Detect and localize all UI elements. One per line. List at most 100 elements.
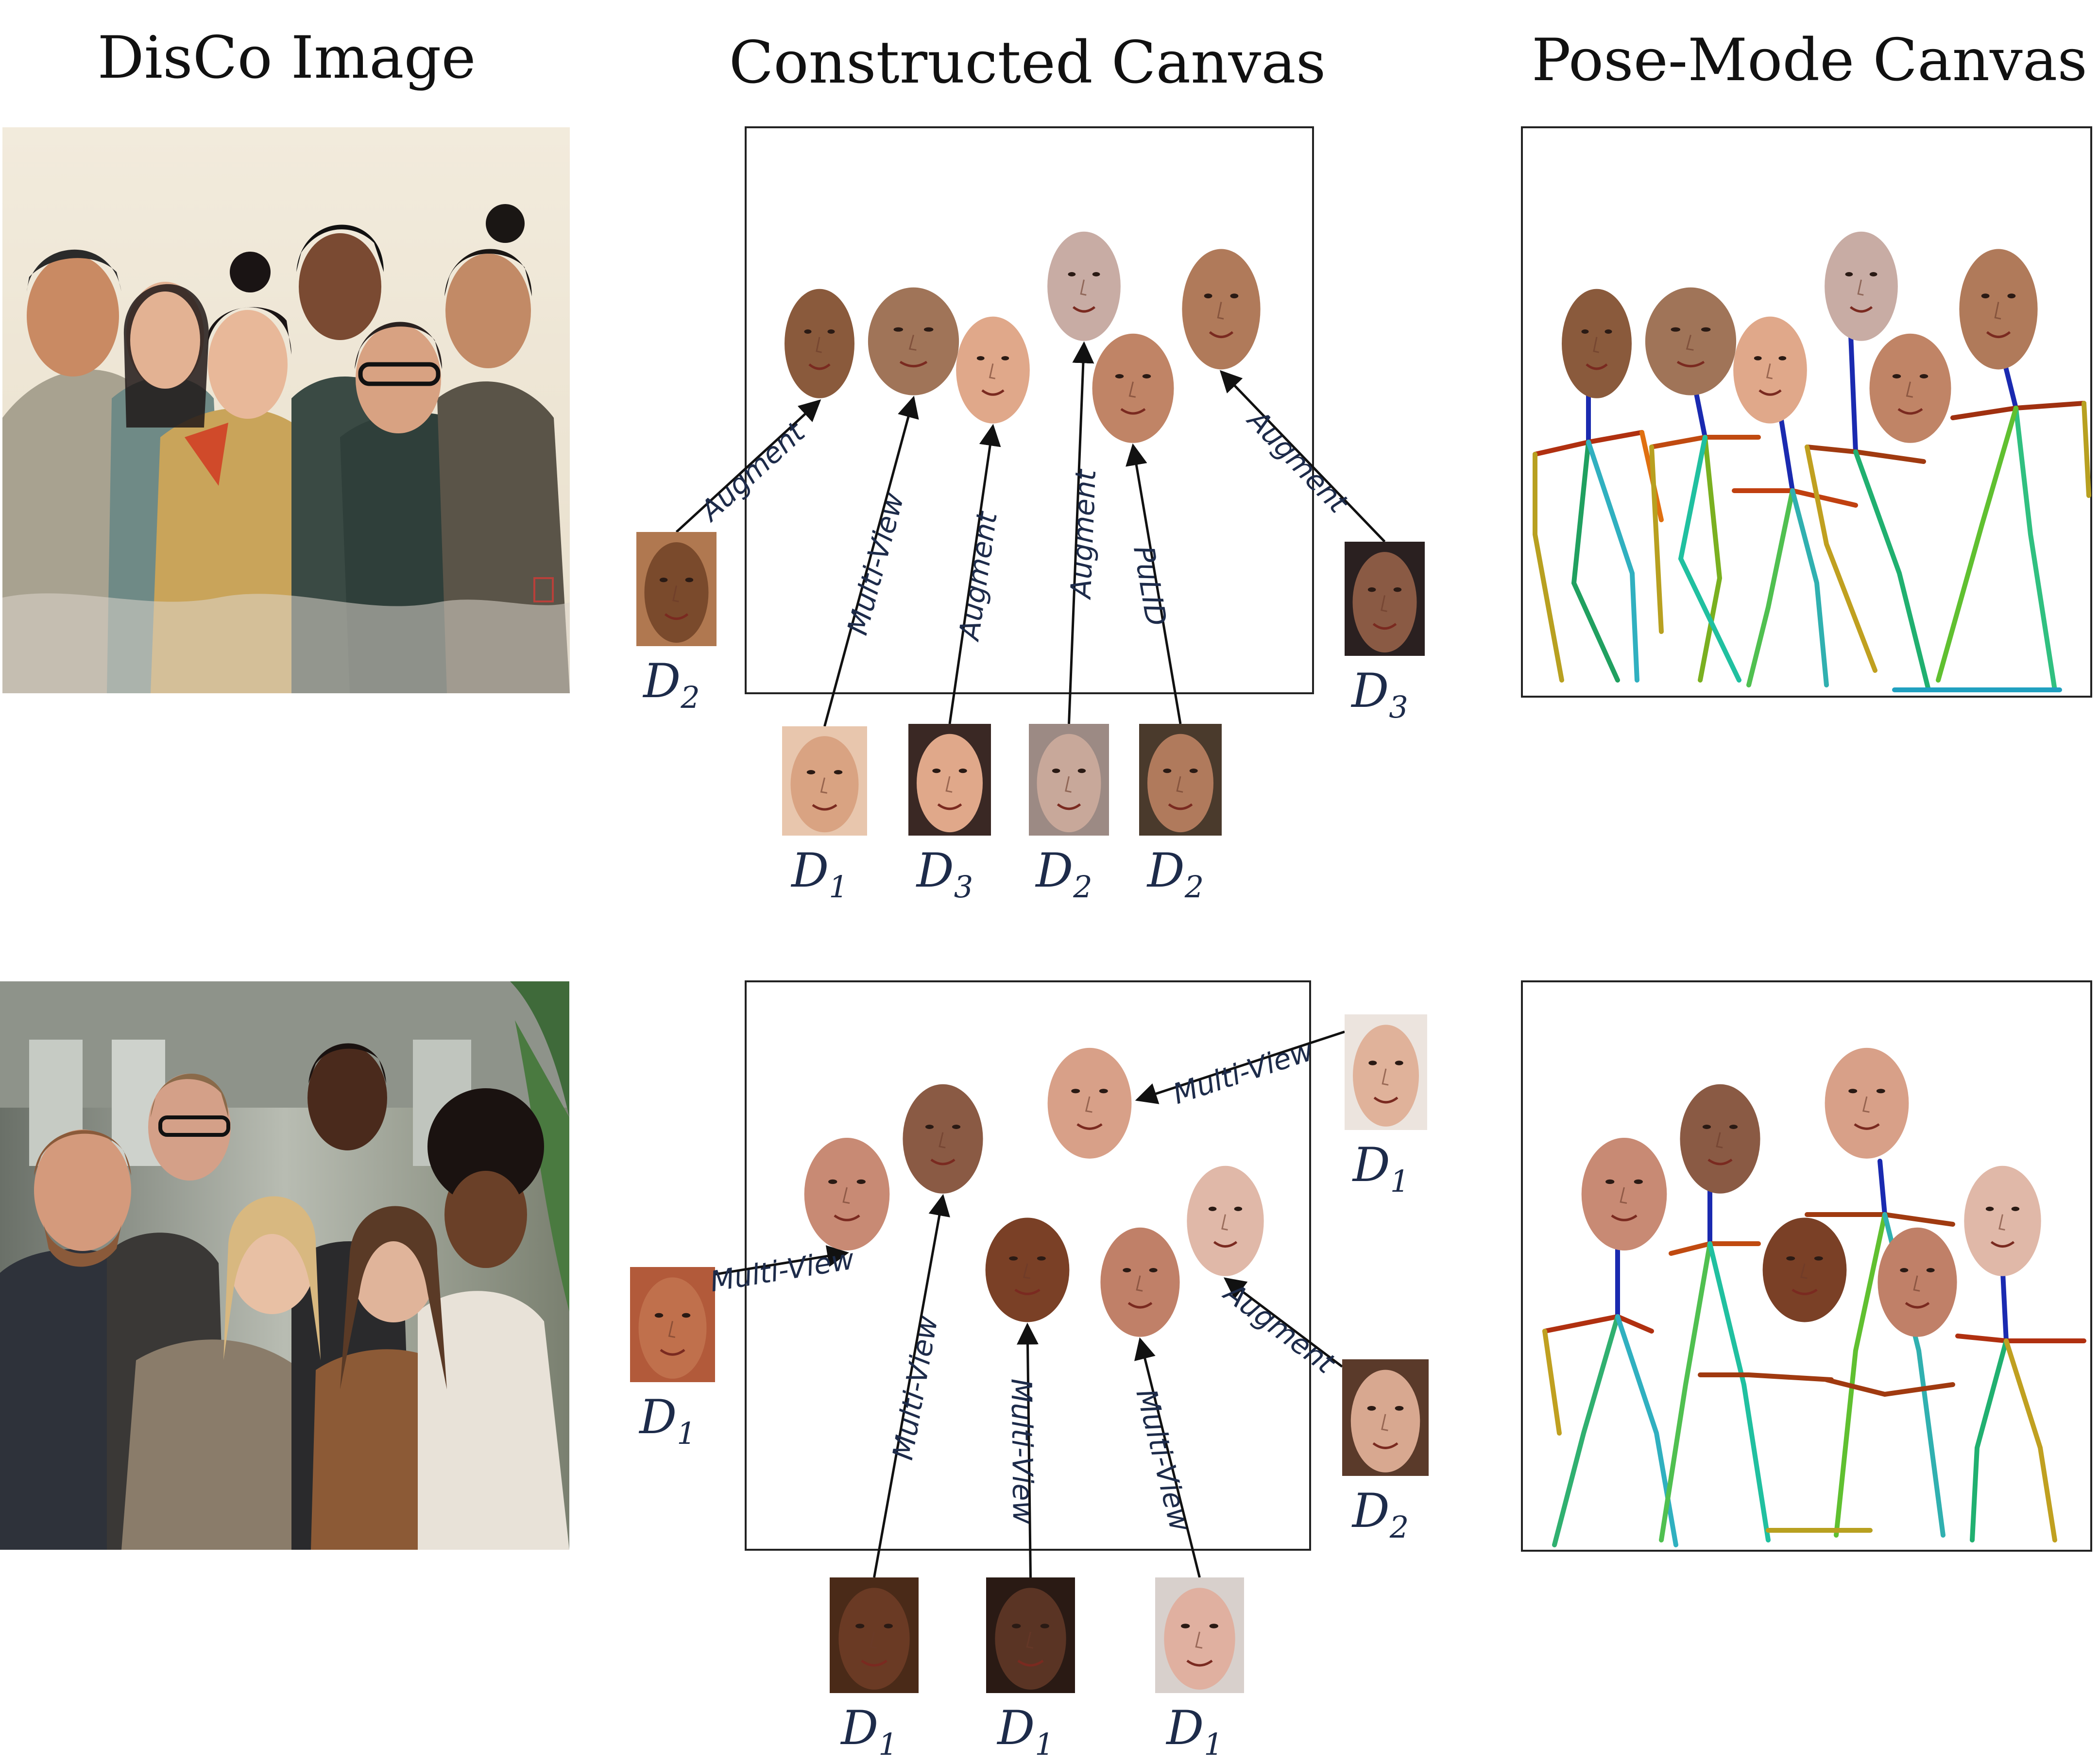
- source-label-subscript: 1: [1204, 1727, 1223, 1762]
- source-label-subscript: 3: [1389, 689, 1408, 725]
- source-label-letter: D: [638, 1390, 677, 1444]
- source-label-letter: D: [996, 1701, 1035, 1755]
- source-label-letter: D: [916, 843, 954, 898]
- pose-canvas-row-1: [1521, 126, 2092, 698]
- pose-face-row-1-c2: [1645, 287, 1737, 395]
- arrow-row-1-s4: [1068, 341, 1094, 724]
- pose-face-row-2-c2: [1680, 1084, 1760, 1194]
- pose-skeletons-row-2: [1542, 1159, 2086, 1547]
- arrow-row-2-s4: [1134, 1337, 1201, 1578]
- canvas-face-row-1-c2: [868, 287, 959, 395]
- source-face-row-2-s1: [630, 1267, 715, 1382]
- canvas-face-row-2-c2: [903, 1084, 983, 1194]
- canvas-face-row-2-c5: [1187, 1165, 1264, 1276]
- pose-face-row-1-c4: [1825, 231, 1898, 341]
- source-label-letter: D: [1352, 1138, 1390, 1192]
- source-label-letter: D: [1350, 664, 1389, 718]
- arrow-row-2-s1: [715, 1245, 849, 1276]
- source-label-subscript: 1: [878, 1727, 897, 1762]
- source-face-row-1-s3: [908, 724, 991, 836]
- source-label-letter: D: [840, 1701, 878, 1755]
- canvas-face-row-2-c1: [804, 1137, 890, 1250]
- arrow-row-2-s2: [873, 1194, 950, 1578]
- arrow-row-1-s3: [948, 424, 1001, 724]
- source-label-subscript: 2: [1389, 1509, 1409, 1545]
- source-face-row-1-s1: [636, 532, 717, 646]
- column-title-constructed: Constructed Canvas: [729, 29, 1326, 97]
- arrow-row-1-s2: [823, 395, 919, 727]
- source-label-subscript: 1: [1035, 1727, 1054, 1762]
- source-face-row-2-s5: [1342, 1359, 1429, 1476]
- arrow-row-1-s6: [1219, 370, 1386, 543]
- canvas-face-row-1-c6: [1182, 249, 1261, 370]
- canvas-face-row-2-c4: [1100, 1227, 1180, 1337]
- canvas-face-row-2-c6: [1047, 1047, 1132, 1159]
- source-label-subscript: 1: [677, 1416, 696, 1451]
- source-label-row-1-s6: D3: [1350, 664, 1408, 725]
- pose-face-row-2-c1: [1581, 1137, 1667, 1250]
- pose-face-row-2-c3: [1762, 1217, 1847, 1322]
- source-label-row-2-s1: D1: [638, 1390, 696, 1451]
- source-label-subscript: 1: [1390, 1164, 1409, 1199]
- source-label-letter: D: [790, 843, 829, 898]
- source-label-letter: D: [1035, 843, 1073, 898]
- pose-face-row-1-c5: [1869, 333, 1951, 443]
- pose-face-row-2-c5: [1964, 1165, 2041, 1276]
- source-label-row-2-s2: D1: [840, 1701, 897, 1762]
- source-face-row-2-s3: [986, 1577, 1075, 1693]
- constructed-canvas-row-2: [745, 980, 1311, 1551]
- source-face-row-2-s6: [1345, 1014, 1427, 1130]
- pose-skeletons-row-1: [1533, 333, 2091, 692]
- pose-face-row-1-c3: [1733, 316, 1807, 424]
- pose-face-row-1-c6: [1959, 249, 2038, 370]
- arrow-row-1-s5: [1126, 443, 1182, 724]
- source-label-row-1-s4: D2: [1035, 843, 1092, 905]
- labels-layer: D2AugmentD1Multi-ViewD3AugmentD2AugmentD…: [638, 402, 1409, 1762]
- arrows-layer: [675, 341, 1386, 1578]
- pose-canvas-row-2: [1521, 980, 2092, 1552]
- arrow-row-2-s3: [1017, 1322, 1039, 1578]
- source-label-row-2-s3: D1: [996, 1701, 1054, 1762]
- faces-layer: [630, 231, 1429, 1693]
- canvas-face-row-1-c5: [1092, 333, 1174, 443]
- source-label-row-2-s6: D1: [1352, 1138, 1409, 1199]
- arrow-label-row-2-s1: Multi-View: [708, 1242, 857, 1298]
- arrow-label-row-2-s2: Multi-View: [886, 1313, 944, 1462]
- pose-face-row-1-c1: [1562, 289, 1632, 398]
- pose-face-row-2-c4: [1877, 1227, 1957, 1337]
- arrow-label-row-2-s4: Multi-View: [1129, 1386, 1197, 1535]
- arrow-label-row-1-s2: Multi-View: [841, 489, 911, 638]
- column-title-pose: Pose-Mode Canvas: [1532, 27, 2087, 94]
- source-face-row-1-s5: [1139, 724, 1222, 836]
- constructed-canvas-row-1: [745, 126, 1314, 694]
- arrow-label-row-1-s5: PuLID: [1127, 543, 1173, 628]
- arrow-label-row-2-s5: Augment: [1217, 1275, 1342, 1380]
- arrow-label-row-1-s3: Augment: [952, 509, 1004, 644]
- source-label-subscript: 2: [1184, 869, 1204, 905]
- source-label-subscript: 2: [680, 680, 700, 715]
- source-label-subscript: 3: [954, 869, 973, 905]
- source-label-subscript: 1: [829, 869, 848, 905]
- canvas-face-row-1-c1: [785, 289, 854, 398]
- arrow-label-row-2-s6: Multi-View: [1169, 1034, 1317, 1111]
- arrow-label-row-1-s1: Augment: [693, 415, 812, 528]
- source-label-row-1-s5: D2: [1146, 843, 1204, 905]
- canvas-face-row-2-c3: [985, 1217, 1070, 1322]
- source-face-row-2-s4: [1155, 1577, 1244, 1693]
- source-label-row-2-s5: D2: [1351, 1484, 1409, 1545]
- source-label-row-2-s4: D1: [1165, 1701, 1223, 1762]
- pose-faces-layer: [1562, 231, 2041, 1337]
- source-label-letter: D: [1146, 843, 1185, 898]
- arrow-label-row-2-s3: Multi-View: [1005, 1378, 1040, 1524]
- arrow-row-2-s5: [1223, 1277, 1343, 1368]
- source-label-row-1-s2: D1: [790, 843, 848, 905]
- source-face-row-1-s6: [1345, 542, 1425, 656]
- source-face-row-1-s2: [782, 726, 867, 836]
- source-face-row-1-s4: [1029, 724, 1109, 836]
- source-label-letter: D: [1351, 1484, 1390, 1538]
- disco-image-row-1: [2, 127, 570, 693]
- canvas-face-row-1-c3: [956, 316, 1030, 424]
- column-title-disco: DisCo Image: [98, 24, 476, 92]
- arrow-row-2-s6: [1135, 1030, 1345, 1104]
- source-label-letter: D: [642, 654, 681, 708]
